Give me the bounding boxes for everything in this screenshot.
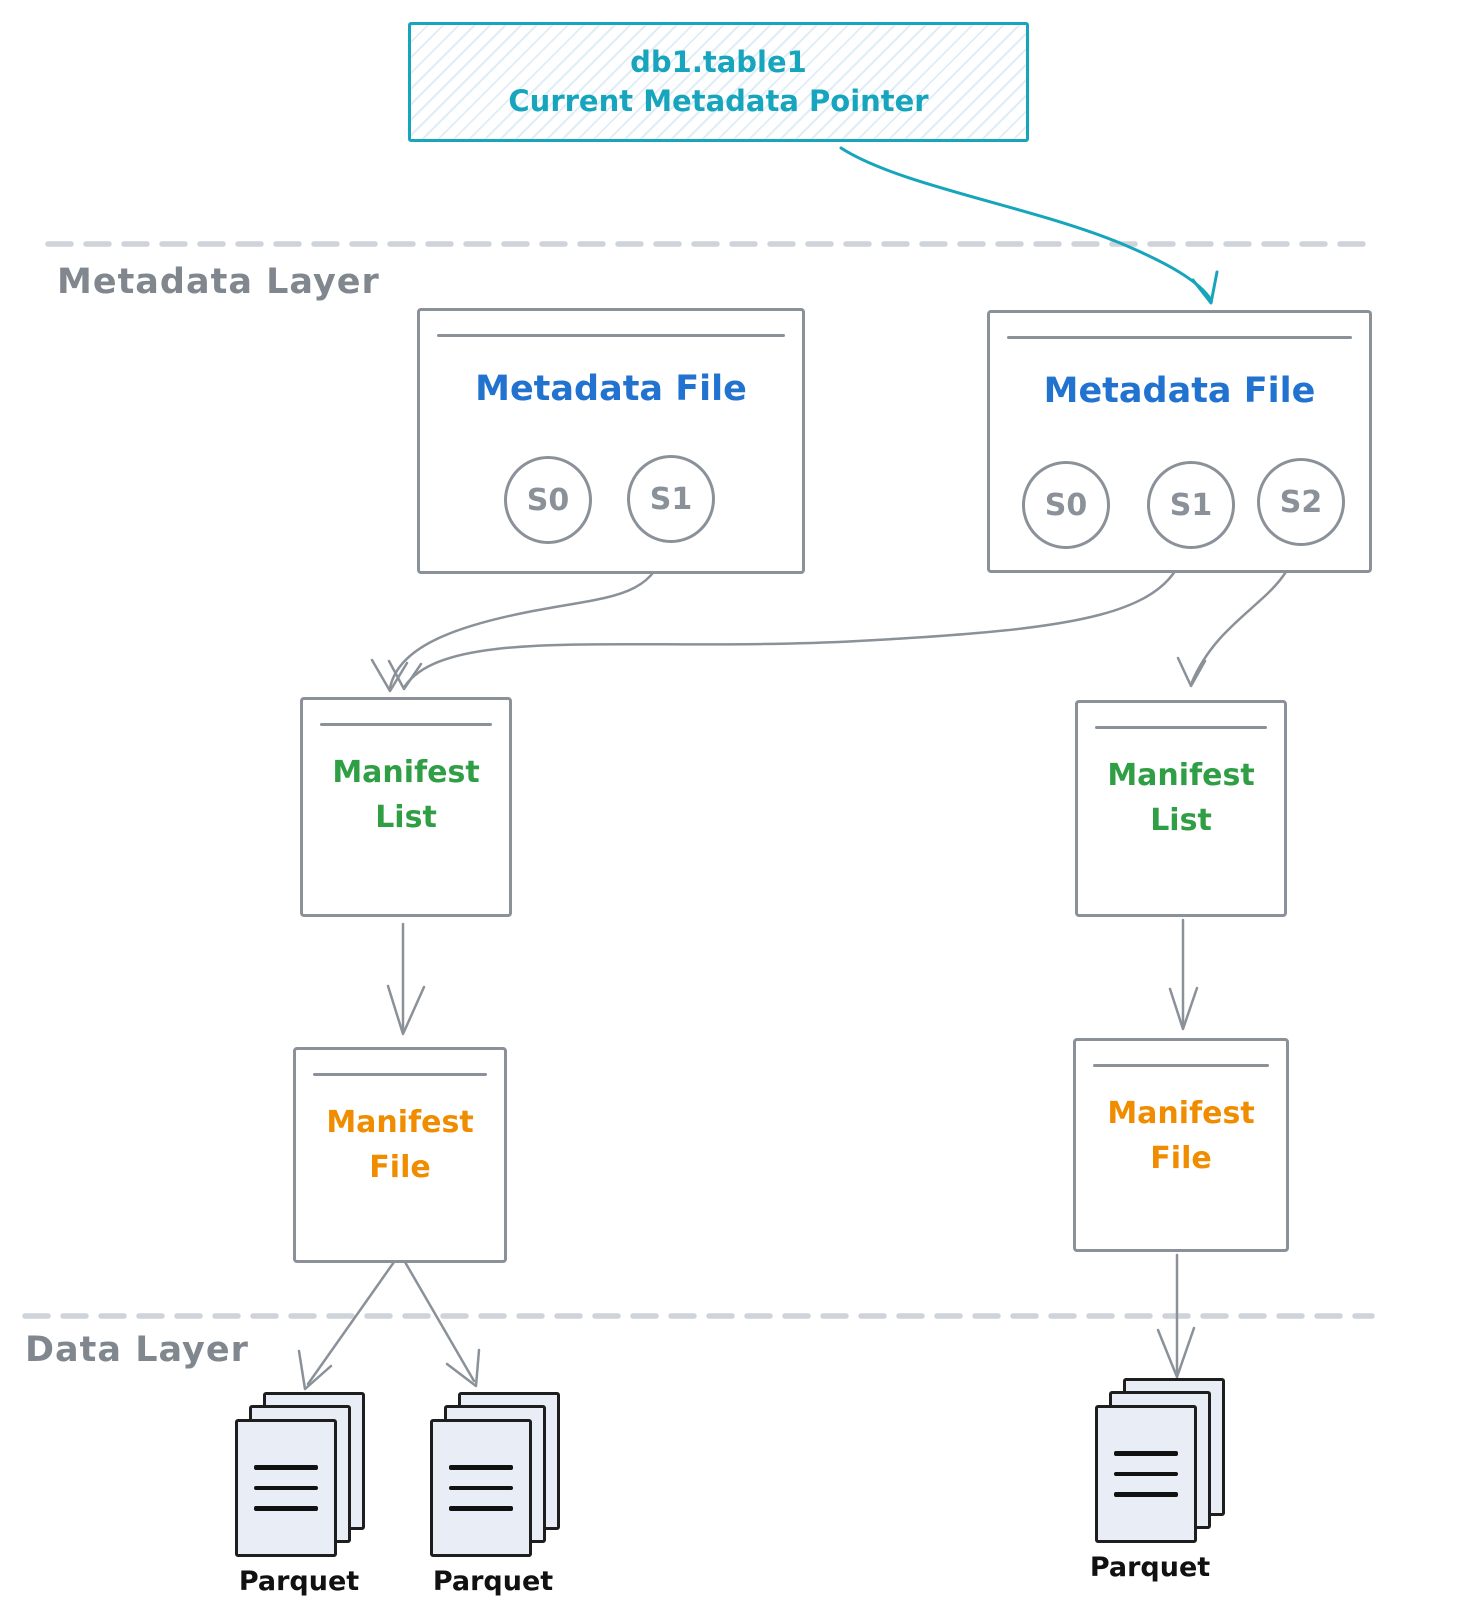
parquet-files-icon <box>235 1392 365 1564</box>
metadata-file-box-left: Metadata File S0 S1 <box>417 308 805 574</box>
file-header-line <box>437 334 785 337</box>
text-line <box>449 1506 513 1511</box>
document-page <box>430 1419 532 1557</box>
arrowhead <box>387 659 423 691</box>
file-header-line <box>1007 336 1352 339</box>
metadata-layer-label: Metadata Layer <box>57 262 380 302</box>
arrowhead <box>370 658 409 693</box>
current-pointer-arrow <box>839 146 1219 305</box>
manifest-file-box-left: Manifest File <box>293 1047 507 1263</box>
arrowhead <box>1168 986 1199 1031</box>
manifest-list-box-right: Manifest List <box>1075 700 1287 917</box>
metadata-file-title: Metadata File <box>1043 371 1316 411</box>
arrow-s1-left-to-manifest-list-left <box>388 540 668 690</box>
data-layer-label: Data Layer <box>25 1330 249 1370</box>
manifest-file-box-right: Manifest File <box>1073 1038 1289 1252</box>
metadata-file-title: Metadata File <box>475 369 747 409</box>
arrowhead <box>1176 656 1207 688</box>
text-line <box>1114 1471 1178 1477</box>
snapshot-circle-s1: S1 <box>627 455 715 543</box>
parquet-files-icon <box>430 1392 560 1564</box>
text-line <box>254 1465 318 1470</box>
text-line <box>1114 1492 1178 1497</box>
document-page <box>1095 1405 1197 1543</box>
parquet-label: Parquet <box>238 1566 360 1597</box>
arrow-s1-right-to-manifest-list-left <box>403 545 1188 688</box>
manifest-list-box-left: Manifest List <box>300 697 512 917</box>
snapshot-circle-s0: S0 <box>1022 461 1110 549</box>
file-header-line <box>320 723 492 726</box>
arrowhead <box>1156 1326 1196 1379</box>
snapshot-circle-s1: S1 <box>1147 461 1235 549</box>
manifest-file-label: Manifest File <box>1107 1096 1255 1176</box>
manifest-list-label: Manifest List <box>1107 758 1255 838</box>
text-line <box>449 1485 513 1491</box>
arrow-manifest-file-left-to-parquet-2 <box>403 1260 476 1383</box>
text-line <box>254 1485 318 1491</box>
metadata-file-box-right: Metadata File S0 S1 S2 <box>987 310 1372 573</box>
table-name: db1.table1 <box>630 44 807 79</box>
file-header-line <box>1095 726 1267 729</box>
manifest-list-label: Manifest List <box>332 755 480 835</box>
parquet-files-icon <box>1095 1378 1225 1550</box>
arrowhead <box>386 984 426 1036</box>
arrowhead <box>297 1349 333 1391</box>
snapshot-circle-s2: S2 <box>1257 458 1345 546</box>
manifest-file-label: Manifest File <box>326 1105 474 1185</box>
parquet-label: Parquet <box>432 1566 554 1597</box>
arrowhead <box>445 1348 481 1388</box>
parquet-label: Parquet <box>1089 1552 1211 1583</box>
snapshot-circle-s0: S0 <box>504 456 592 544</box>
text-line <box>1114 1451 1178 1456</box>
text-line <box>254 1506 318 1511</box>
text-line <box>449 1465 513 1470</box>
arrow-manifest-file-left-to-parquet-1 <box>306 1260 396 1386</box>
pointer-label: Current Metadata Pointer <box>508 84 929 118</box>
file-header-line <box>313 1073 487 1076</box>
document-page <box>235 1419 337 1557</box>
file-header-line <box>1093 1064 1269 1067</box>
current-metadata-pointer-box: db1.table1 Current Metadata Pointer <box>408 22 1029 142</box>
